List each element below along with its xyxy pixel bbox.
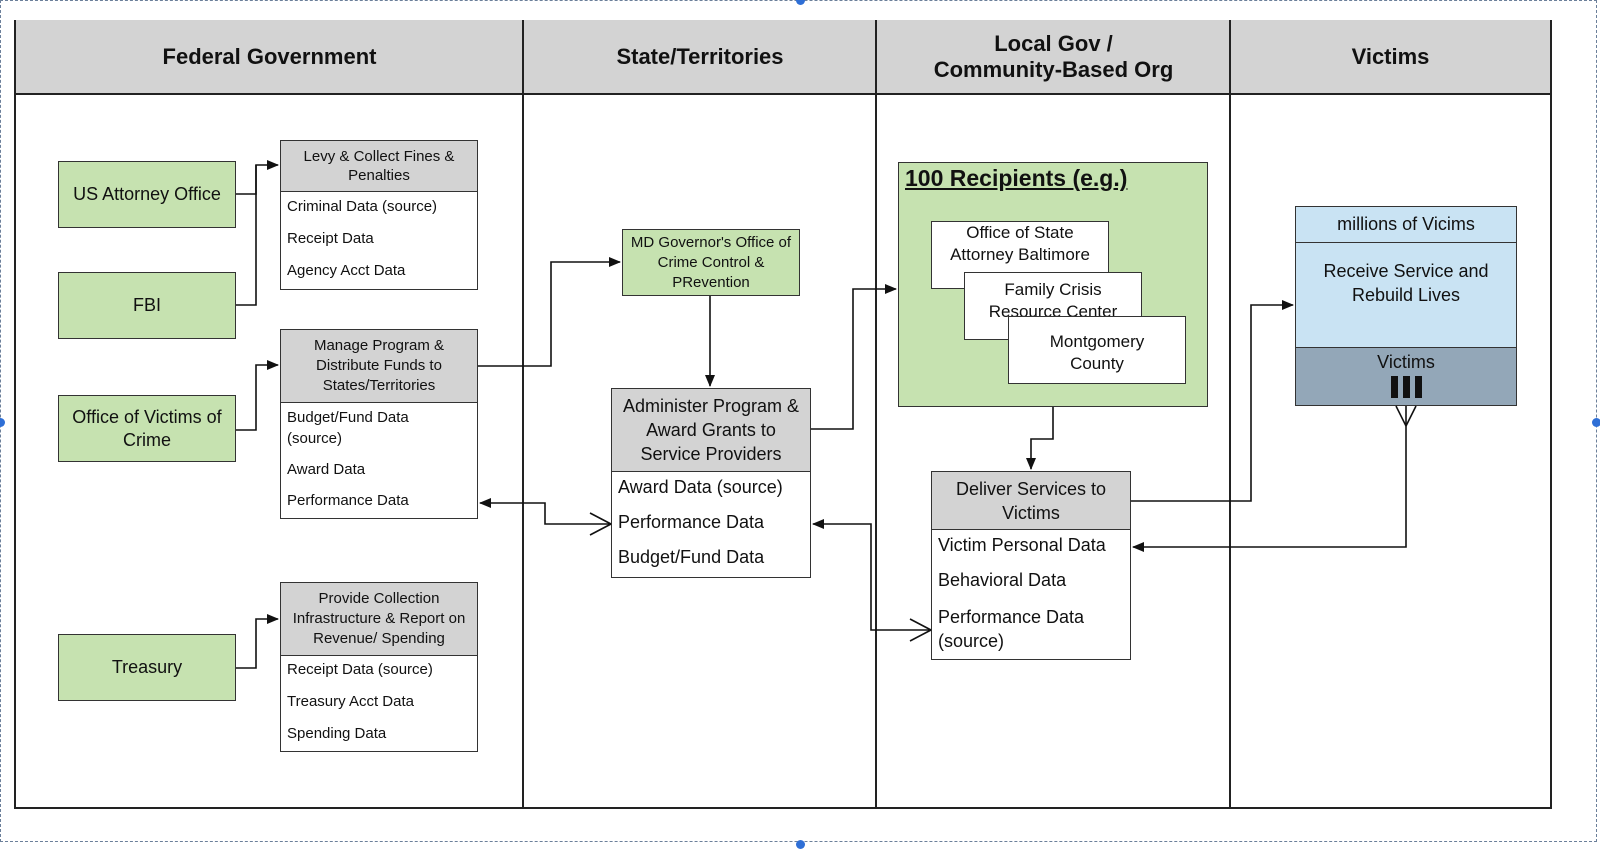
entity-row: Receipt Data: [287, 230, 374, 247]
recipient-office-of-state-attorney[interactable]: Office of State Attorney Baltimore: [931, 221, 1109, 289]
connector-ovc-to-manage: [236, 360, 279, 431]
victims-body: Receive Service and Rebuild Lives: [1323, 261, 1489, 305]
entity-manage-program[interactable]: Manage Program & Distribute Funds to Sta…: [280, 329, 478, 519]
selection-handle-left[interactable]: [0, 418, 5, 427]
lane-divider: [1229, 20, 1231, 809]
connector-fbi-to-levy: [236, 165, 257, 306]
lane-divider: [522, 20, 524, 809]
connector-manage-to-md-governor: [478, 257, 621, 367]
entity-levy-collect-fines[interactable]: Levy & Collect Fines & Penalties Crimina…: [280, 140, 478, 290]
victims-footer: Victims: [1296, 347, 1516, 405]
selection-handle-top[interactable]: [796, 0, 805, 5]
actor-us-attorney-office[interactable]: US Attorney Office: [58, 161, 236, 228]
entity-administer-program[interactable]: Administer Program & Award Grants to Ser…: [611, 388, 811, 578]
victims-header: millions of Vicims: [1296, 207, 1516, 243]
connector-victims-to-deliver: [1132, 406, 1407, 552]
entity-row: Agency Acct Data: [287, 262, 406, 279]
entity-row: Receipt Data (source): [287, 661, 433, 678]
lane-header-victims: Victims: [1231, 20, 1550, 95]
entity-header: Manage Program & Distribute Funds to Sta…: [281, 330, 477, 403]
connector-deliver-to-victims: [1131, 300, 1294, 502]
entity-row: Treasury Acct Data: [287, 693, 414, 710]
lane-header-state: State/Territories: [524, 20, 876, 95]
entity-row: Budget/Fund Data: [618, 547, 765, 567]
victims-entity[interactable]: millions of Vicims Receive Service and R…: [1295, 206, 1517, 406]
entity-row: Performance Data: [618, 512, 765, 532]
connector-administer-to-recipients: [811, 284, 897, 430]
lane-divider: [875, 20, 877, 809]
recipient-montgomery-county[interactable]: Montgomery County: [1008, 316, 1186, 384]
entity-header: Levy & Collect Fines & Penalties: [281, 141, 477, 192]
entity-provide-collection-infrastructure[interactable]: Provide Collection Infrastructure & Repo…: [280, 582, 478, 752]
victims-footer-label: Victims: [1377, 352, 1435, 372]
entity-row: Award Data: [287, 461, 366, 478]
entity-row: Behavioral Data: [938, 570, 1067, 590]
entity-row: Performance Data (source): [938, 607, 1085, 651]
entity-row: Spending Data: [287, 725, 387, 742]
entity-deliver-services[interactable]: Deliver Services to Victims Victim Perso…: [931, 471, 1131, 660]
entity-row: Criminal Data (source): [287, 198, 438, 215]
barcode-icon: [1390, 376, 1422, 398]
actor-treasury[interactable]: Treasury: [58, 634, 236, 701]
actor-md-governors-office[interactable]: MD Governor's Office of Crime Control & …: [622, 229, 800, 296]
entity-row: Budget/Fund Data (source): [287, 409, 409, 447]
connector-deliver-to-administer: [812, 519, 931, 631]
actor-office-of-victims-of-crime[interactable]: Office of Victims of Crime: [58, 395, 236, 462]
connector-us-attorney-to-levy: [236, 160, 279, 195]
recipients-title: 100 Recipients (e.g.): [905, 165, 1128, 191]
crowfoot-victims: [1395, 405, 1417, 427]
entity-header: Deliver Services to Victims: [932, 472, 1130, 530]
connector-recipients-to-deliver: [1026, 407, 1054, 470]
entity-row: Victim Personal Data: [938, 535, 1106, 555]
entity-header: Provide Collection Infrastructure & Repo…: [281, 583, 477, 656]
entity-row: Performance Data: [287, 492, 409, 509]
connector-administer-to-manage: [479, 498, 611, 525]
actor-fbi[interactable]: FBI: [58, 272, 236, 339]
lane-header-local: Local Gov / Community-Based Org: [877, 20, 1230, 95]
connector-treasury-to-provide: [236, 614, 279, 669]
entity-row: Award Data (source): [618, 477, 783, 497]
lane-header-federal: Federal Government: [16, 20, 523, 95]
crowfoot-administer: [589, 512, 612, 536]
entity-header: Administer Program & Award Grants to Ser…: [612, 389, 810, 472]
selection-handle-right[interactable]: [1592, 418, 1600, 427]
crowfoot-deliver: [909, 618, 932, 642]
